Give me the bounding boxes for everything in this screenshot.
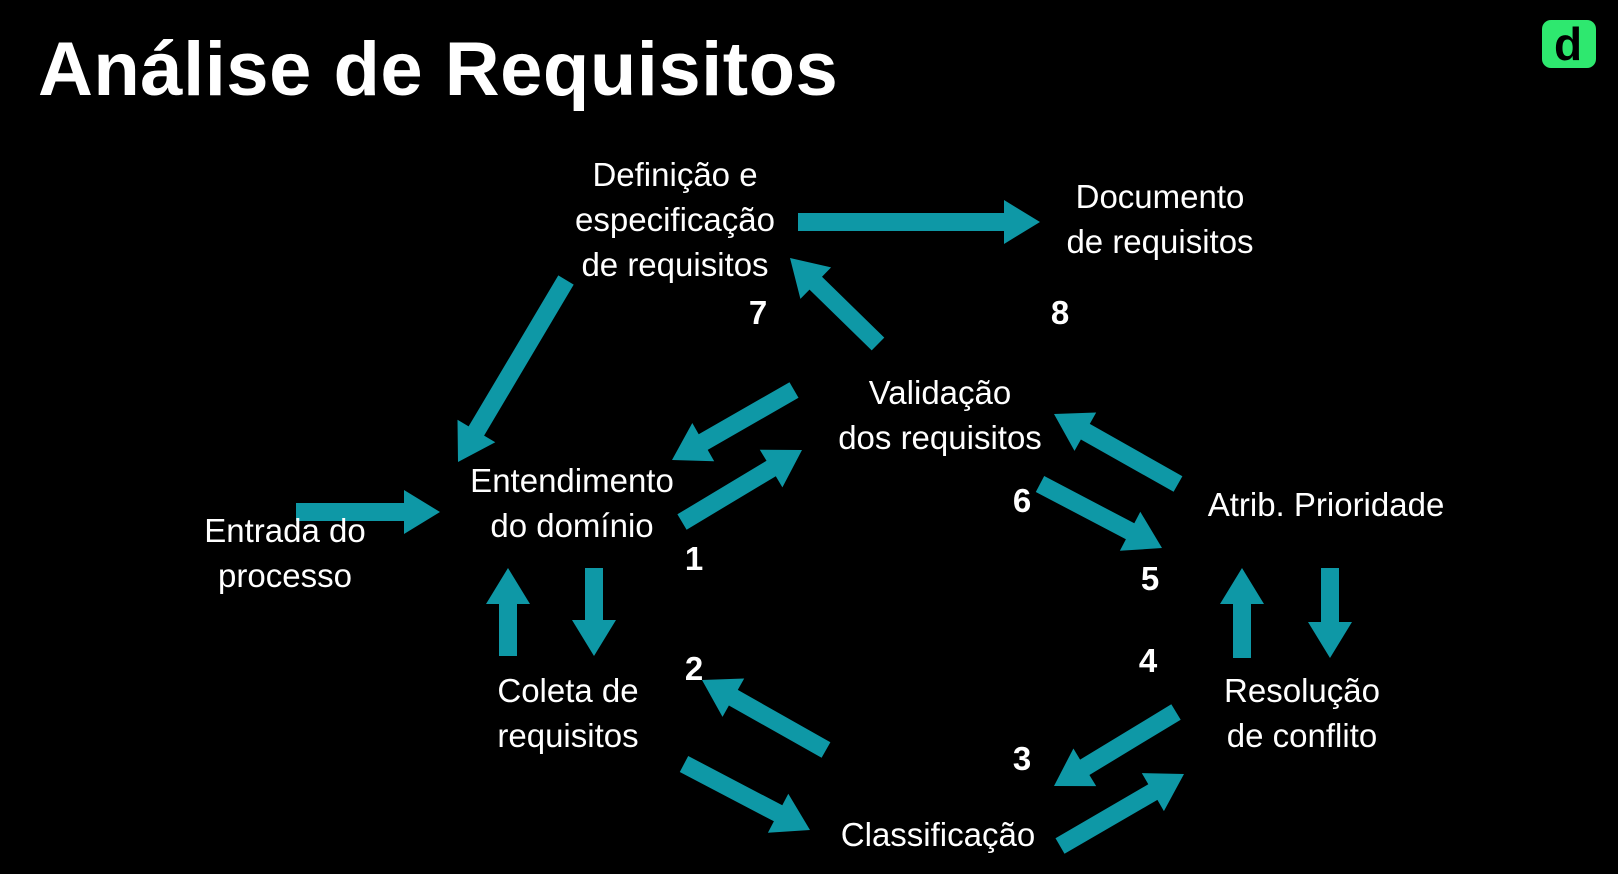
node-entendimento: Entendimento do domínio xyxy=(470,458,674,548)
step-number-4: 4 xyxy=(1138,642,1158,679)
node-validacao-line2: dos requisitos xyxy=(838,419,1042,456)
node-documento-line1: Documento xyxy=(1075,178,1245,215)
arrow-coleta-to-entendimento-icon xyxy=(486,568,530,656)
node-resolucao-line1: Resolução xyxy=(1224,672,1380,709)
node-coleta-line1: Coleta de xyxy=(497,672,639,709)
arrow-entendimento-to-validacao-icon xyxy=(677,449,802,530)
node-atrib: Atrib. Prioridade xyxy=(1208,482,1445,527)
arrow-definicao-to-documento-icon xyxy=(798,200,1040,244)
arrow-validacao-to-entendimento-icon xyxy=(672,382,799,462)
step-number-7: 7 xyxy=(748,294,768,331)
step-number-2: 2 xyxy=(684,650,704,687)
slide-title: Análise de Requisitos xyxy=(38,27,839,112)
node-definicao-line2: especificação xyxy=(575,201,775,238)
node-entrada: Entrada do processo xyxy=(204,508,365,598)
node-classificacao: Classificação xyxy=(841,812,1035,857)
step-number-8: 8 xyxy=(1050,294,1070,331)
arrow-resolucao-to-atrib-icon xyxy=(1220,568,1264,658)
arrow-entendimento-to-coleta-icon xyxy=(572,568,616,656)
node-entrada-line2: processo xyxy=(218,557,352,594)
node-entendimento-line1: Entendimento xyxy=(470,462,674,499)
arrow-atrib-to-validacao-icon xyxy=(1054,412,1183,492)
arrow-resolucao-to-classificacao-icon xyxy=(1054,704,1181,787)
node-definicao-line3: de requisitos xyxy=(581,246,769,283)
node-coleta-line2: requisitos xyxy=(497,717,639,754)
node-classificacao-line1: Classificação xyxy=(840,816,1036,853)
brand-logo-icon: d xyxy=(1542,18,1596,70)
step-number-6: 6 xyxy=(1012,482,1032,519)
node-resolucao: Resolução de conflito xyxy=(1224,668,1380,758)
node-entendimento-line2: do domínio xyxy=(490,507,654,544)
node-definicao-line1: Definição e xyxy=(592,156,758,193)
node-resolucao-line2: de conflito xyxy=(1226,717,1378,754)
arrow-classificacao-to-resolucao-icon xyxy=(1055,773,1184,854)
arrow-validacao-to-atrib-icon xyxy=(1035,476,1162,551)
node-atrib-line1: Atrib. Prioridade xyxy=(1207,486,1445,523)
node-entrada-line1: Entrada do xyxy=(204,512,366,549)
step-number-5: 5 xyxy=(1140,560,1160,597)
node-validacao-line1: Validação xyxy=(868,374,1012,411)
arrow-coleta-to-classificacao-icon xyxy=(679,756,810,833)
node-validacao: Validação dos requisitos xyxy=(838,370,1042,460)
logo-letter: d xyxy=(1554,18,1582,70)
node-definicao: Definição e especificação de requisitos xyxy=(575,152,775,287)
arrow-atrib-to-resolucao-icon xyxy=(1308,568,1352,658)
arrow-entrada-to-entendimento-icon xyxy=(296,490,440,534)
node-documento: Documento de requisitos xyxy=(1066,174,1253,264)
node-coleta: Coleta de requisitos xyxy=(497,668,638,758)
arrow-classificacao-to-coleta-icon xyxy=(702,678,831,758)
arrow-validacao-to-definicao-icon xyxy=(790,258,885,351)
step-number-1: 1 xyxy=(684,540,704,577)
step-number-3: 3 xyxy=(1012,740,1032,777)
node-documento-line2: de requisitos xyxy=(1066,223,1254,260)
arrow-definicao-to-entendimento-icon xyxy=(457,275,574,462)
